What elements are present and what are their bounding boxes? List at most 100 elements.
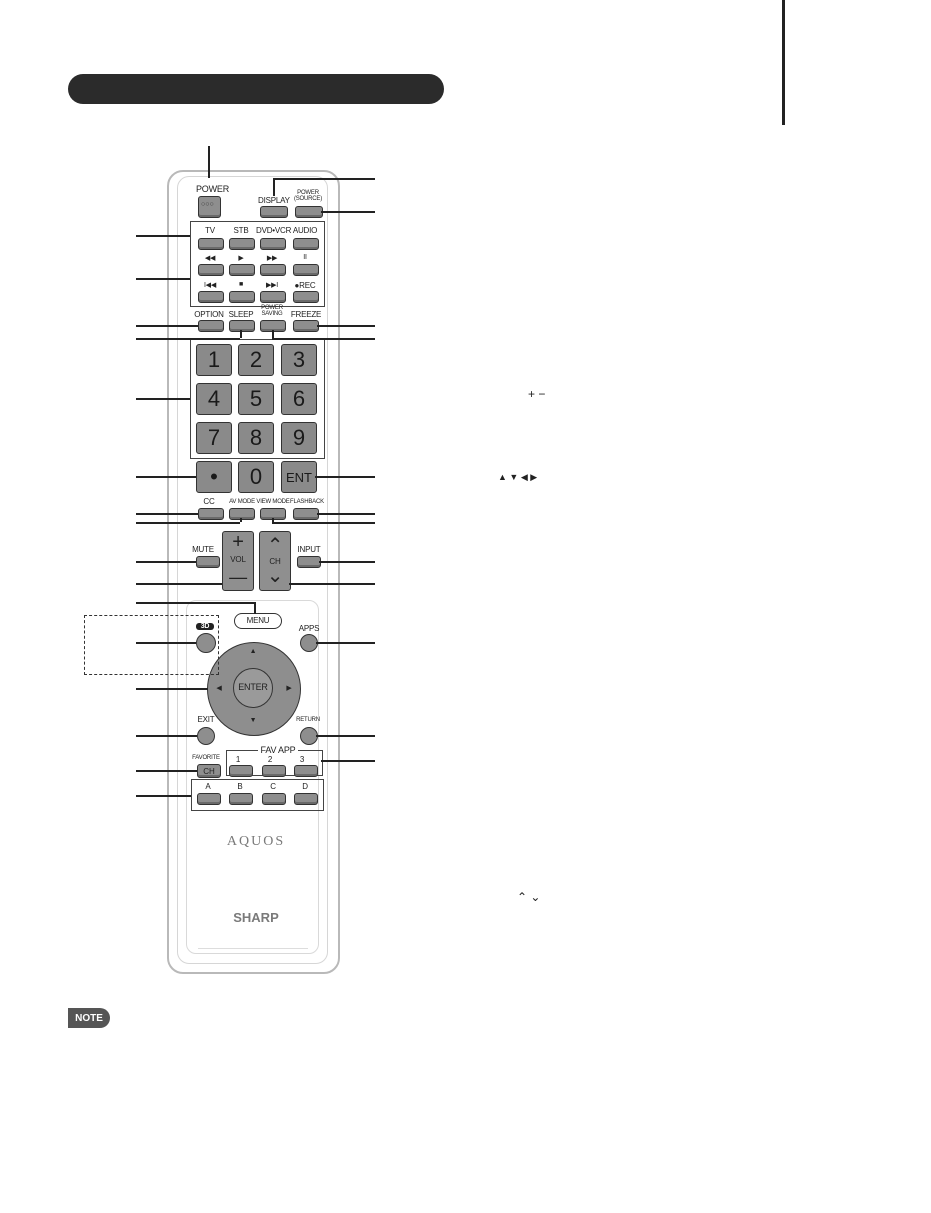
- sleep-button[interactable]: [229, 320, 255, 332]
- tv-label: TV: [205, 226, 215, 235]
- digit-4-button[interactable]: 4: [196, 383, 232, 415]
- digit-3-button[interactable]: 3: [281, 344, 317, 376]
- flashback-button[interactable]: [293, 508, 319, 520]
- display-button[interactable]: [260, 206, 288, 218]
- a-button[interactable]: [197, 793, 221, 805]
- skip-forward-button[interactable]: [260, 291, 286, 303]
- channel-rocker[interactable]: ⌃ CH ⌄: [259, 531, 291, 591]
- callout-mute: [136, 561, 196, 563]
- callout-vol: [136, 583, 222, 585]
- volume-up-icon: +: [232, 531, 244, 553]
- digit-5-button[interactable]: 5: [238, 383, 274, 415]
- digit-1-button[interactable]: 1: [196, 344, 232, 376]
- d-button[interactable]: [294, 793, 318, 805]
- fav-app-2-button[interactable]: [262, 765, 286, 777]
- power-button[interactable]: ○○○: [198, 196, 221, 218]
- callout-flashback: [317, 513, 375, 515]
- digit-9-button[interactable]: 9: [281, 422, 317, 454]
- stop-button[interactable]: [229, 291, 255, 303]
- volume-down-icon: —: [229, 567, 247, 587]
- mute-label: MUTE: [192, 545, 214, 554]
- callout-power-source: [321, 211, 375, 213]
- ent-button[interactable]: ENT: [281, 461, 317, 493]
- option-button[interactable]: [198, 320, 224, 332]
- menu-button[interactable]: MENU: [234, 613, 282, 629]
- digit-6-button[interactable]: 6: [281, 383, 317, 415]
- enter-button[interactable]: ENTER: [233, 668, 273, 708]
- digit-7-button[interactable]: 7: [196, 422, 232, 454]
- aquos-logo: AQUOS: [226, 834, 286, 849]
- callout-display: [273, 178, 375, 180]
- source-transport-group: [190, 221, 325, 307]
- callout-fav-app: [321, 760, 375, 762]
- callout-apps: [316, 642, 375, 644]
- b-button[interactable]: [229, 793, 253, 805]
- tv-button[interactable]: [198, 238, 224, 250]
- play-icon: ▶: [238, 255, 244, 262]
- callout-transport: [136, 278, 190, 280]
- power-label: POWER: [196, 184, 230, 194]
- power-source-label: POWER (SOURCE): [293, 190, 323, 202]
- input-button[interactable]: [297, 556, 321, 568]
- fav-app-2-label: 2: [267, 755, 273, 764]
- 3d-button[interactable]: [196, 633, 216, 653]
- audio-button[interactable]: [293, 238, 319, 250]
- play-button[interactable]: [229, 264, 255, 276]
- fav-app-label: FAV APP: [258, 745, 298, 755]
- power-source-button[interactable]: [295, 206, 323, 218]
- dvd-vcr-button[interactable]: [260, 238, 286, 250]
- digit-2-button[interactable]: 2: [238, 344, 274, 376]
- vol-symbols: + −: [528, 387, 546, 401]
- dot-button[interactable]: •: [196, 461, 232, 493]
- cc-label: CC: [203, 497, 215, 506]
- digit-8-button[interactable]: 8: [238, 422, 274, 454]
- callout-view-mode: [272, 522, 375, 524]
- arrow-symbols: ▲ ▼ ◀ ▶: [498, 472, 538, 482]
- right-arrow-icon: ▶: [286, 685, 292, 692]
- exit-label: EXIT: [197, 715, 215, 724]
- exit-button[interactable]: [197, 727, 215, 745]
- callout-source: [136, 235, 190, 237]
- digit-0-button[interactable]: 0: [238, 461, 274, 493]
- 3d-dashed-highlight: [84, 615, 219, 675]
- fast-forward-button[interactable]: [260, 264, 286, 276]
- favorite-ch-button[interactable]: CH: [197, 764, 221, 778]
- rec-label: ●REC: [294, 281, 316, 290]
- callout-power: [208, 146, 210, 178]
- power-saving-label: POWER SAVING: [261, 305, 283, 317]
- return-label: RETURN: [296, 717, 320, 723]
- av-mode-button[interactable]: [229, 508, 255, 520]
- callout-3d: [136, 642, 196, 644]
- rewind-button[interactable]: [198, 264, 224, 276]
- skip-back-button[interactable]: [198, 291, 224, 303]
- stb-label: STB: [233, 226, 249, 235]
- pause-button[interactable]: [293, 264, 319, 276]
- 3d-label: 3D: [196, 623, 214, 630]
- callout-sleep-v: [240, 330, 242, 338]
- freeze-label: FREEZE: [290, 310, 322, 319]
- fav-app-3-button[interactable]: [294, 765, 318, 777]
- volume-rocker[interactable]: + VOL —: [222, 531, 254, 591]
- freeze-button[interactable]: [293, 320, 319, 332]
- callout-ch: [289, 583, 375, 585]
- sharp-logo: SHARP: [233, 910, 279, 925]
- callout-sleep: [136, 338, 240, 340]
- stb-button[interactable]: [229, 238, 255, 250]
- ch-symbols: ⌃ ⌄: [517, 890, 541, 904]
- down-arrow-icon: ▼: [249, 717, 257, 724]
- fast-forward-icon: ▶▶: [266, 255, 278, 262]
- favorite-label: FAVORITE: [192, 755, 220, 761]
- callout-input: [319, 561, 375, 563]
- enter-label: ENTER: [238, 682, 268, 692]
- view-mode-label: VIEW MODE: [256, 499, 290, 505]
- c-button[interactable]: [262, 793, 286, 805]
- cc-button[interactable]: [198, 508, 224, 520]
- callout-display-v: [273, 178, 275, 196]
- rec-button[interactable]: [293, 291, 319, 303]
- mute-button[interactable]: [196, 556, 220, 568]
- input-label: INPUT: [297, 545, 321, 554]
- numeric-keypad-group: [190, 339, 325, 459]
- callout-freeze: [317, 325, 375, 327]
- fav-app-1-button[interactable]: [229, 765, 253, 777]
- callout-power-saving: [272, 338, 375, 340]
